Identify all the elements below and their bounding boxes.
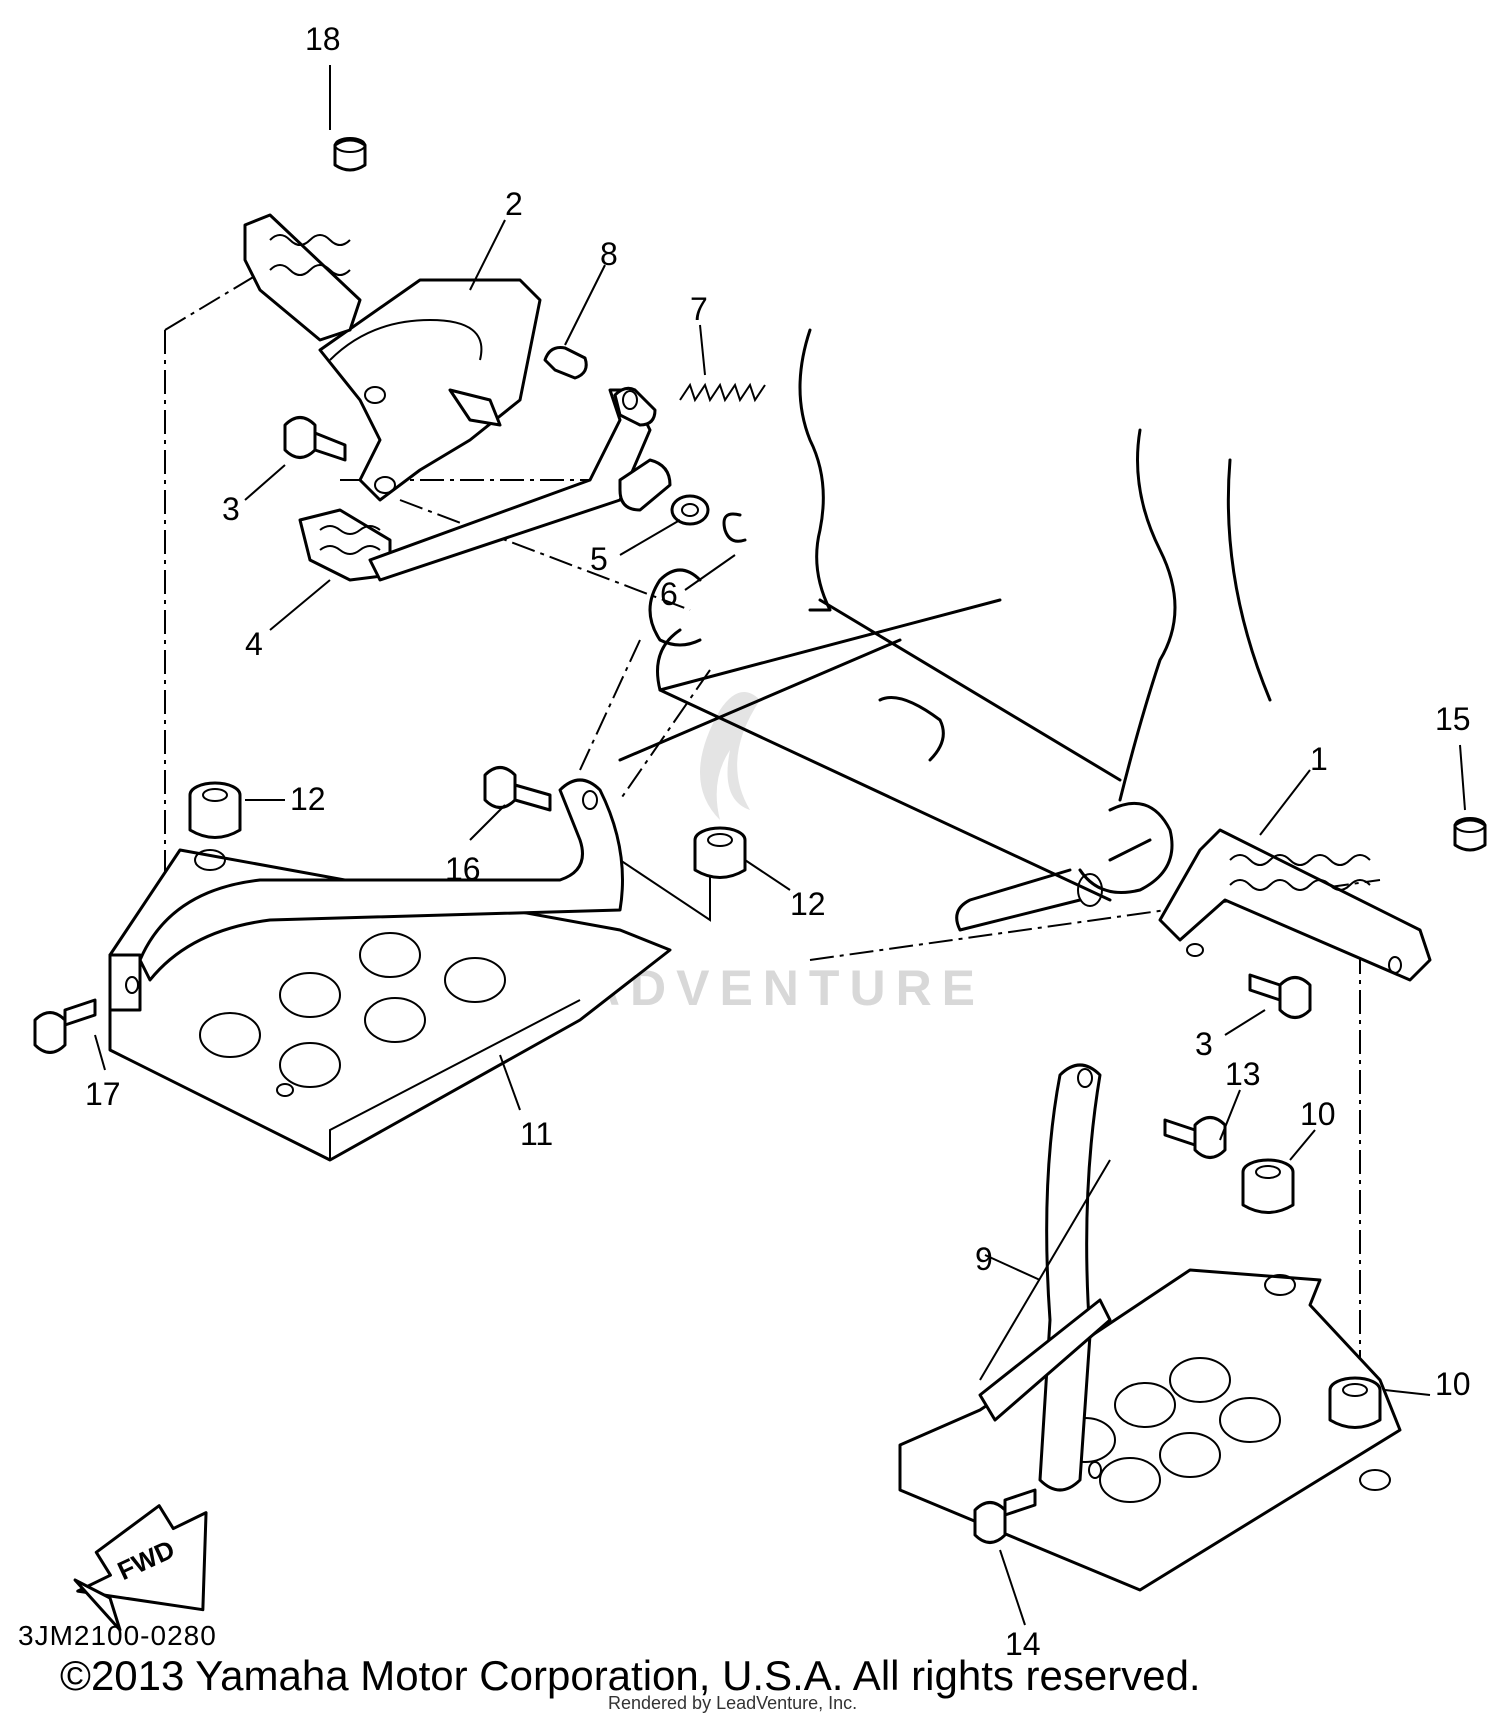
- part-13-bolt: [1163, 1116, 1227, 1159]
- part-5-washer: [670, 494, 710, 526]
- part-9-floorboard-right: [898, 1063, 1402, 1592]
- label-9: 9: [975, 1241, 993, 1277]
- part-1-footpeg-right: [1158, 828, 1432, 982]
- part-12-grommet-left: [188, 781, 242, 839]
- part-12-grommet-right: [693, 826, 747, 879]
- part-15-nut: [1453, 817, 1487, 852]
- part-labels: 18 2 8 7 3 5 6 4 15 1 12 16 12 3 17 11 1…: [85, 21, 1471, 1662]
- part-17-bolt: [33, 998, 97, 1054]
- label-13: 13: [1225, 1056, 1261, 1092]
- part-3-bolt-lower: [1248, 973, 1312, 1019]
- part-10-grommet-upper: [1241, 1158, 1295, 1214]
- label-14: 14: [1005, 1626, 1041, 1662]
- label-1: 1: [1310, 741, 1328, 777]
- label-2: 2: [505, 186, 523, 222]
- label-5: 5: [590, 541, 608, 577]
- assembly-guides: [164, 269, 1381, 1400]
- part-3-bolt-upper: [283, 416, 347, 462]
- label-11: 11: [520, 1116, 553, 1152]
- rendered-by-credit: Rendered by LeadVenture, Inc.: [608, 1693, 858, 1713]
- part-6-clip: [722, 512, 747, 543]
- label-8: 8: [600, 236, 618, 272]
- frame: [618, 328, 1272, 932]
- label-12a: 12: [290, 781, 326, 817]
- leader-lines: [94, 65, 1466, 1626]
- label-17: 17: [85, 1076, 121, 1112]
- label-3a: 3: [222, 491, 240, 527]
- copyright-notice: ©2013 Yamaha Motor Corporation, U.S.A. A…: [60, 1652, 1201, 1699]
- part-14-bolt: [973, 1488, 1037, 1544]
- label-15: 15: [1435, 701, 1471, 737]
- label-16: 16: [445, 851, 481, 887]
- part-10-grommet-lower: [1328, 1376, 1382, 1429]
- label-6: 6: [660, 576, 678, 612]
- diagram-code: 3JM2100-0280: [18, 1620, 217, 1651]
- fwd-arrow-icon: FWD: [73, 1504, 208, 1632]
- label-10a: 10: [1300, 1096, 1336, 1132]
- label-3b: 3: [1195, 1026, 1213, 1062]
- label-10b: 10: [1435, 1366, 1471, 1402]
- part-7-spring: [679, 382, 766, 403]
- label-4: 4: [245, 626, 263, 662]
- part-4-brake-pedal: [298, 386, 672, 582]
- label-12b: 12: [790, 886, 826, 922]
- part-18-footpeg-top: [243, 137, 367, 342]
- label-7: 7: [690, 291, 708, 327]
- part-16-bolt: [483, 766, 552, 812]
- part-8-pin: [543, 346, 588, 380]
- label-18: 18: [305, 21, 341, 57]
- part-2-bracket: [318, 278, 542, 502]
- part-11-floorboard-left: [108, 778, 672, 1162]
